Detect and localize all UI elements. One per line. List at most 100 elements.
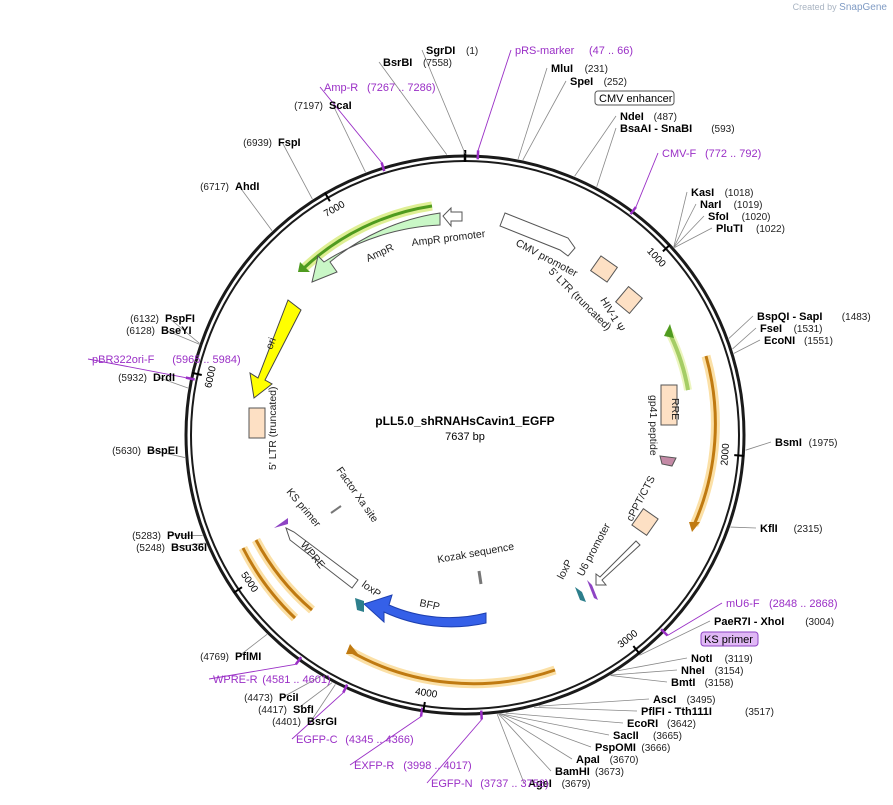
enzyme-name[interactable]: SpeI (570, 76, 593, 88)
enzyme-position: (1483) (842, 312, 871, 323)
enzyme-name[interactable]: PluTI (716, 223, 743, 235)
enzyme-name[interactable]: KflI (760, 523, 778, 535)
enzyme-leader (746, 442, 771, 450)
enzyme-name[interactable]: BsrGI (307, 716, 337, 728)
kozak-mark (479, 571, 481, 584)
primer-range: (772 .. 792) (705, 148, 761, 160)
enzyme-leader (523, 81, 566, 160)
enzyme-name[interactable]: ScaI (329, 100, 352, 112)
enzyme-name[interactable]: BsaAI - SnaBI (620, 123, 692, 135)
enzyme-position: (3666) (641, 743, 670, 754)
enzyme-name[interactable]: BamHI (555, 766, 590, 778)
enzyme-name[interactable]: AscI (653, 694, 676, 706)
enzyme-position: (5283) (132, 531, 161, 542)
enzyme-name[interactable]: EcoRI (627, 718, 658, 730)
tick-label: 2000 (719, 443, 732, 466)
enzyme-position: (6128) (126, 326, 155, 337)
enzyme-position: (1531) (794, 324, 823, 335)
enzyme-position: (593) (711, 124, 734, 135)
snapgene-watermark: Created by SnapGene (793, 2, 887, 13)
primer-name[interactable]: WPRE-R (213, 674, 258, 686)
u6-promoter-arrow (596, 541, 640, 585)
enzyme-name[interactable]: BspQI - SapI (757, 311, 822, 323)
gp41-label: gp41 peptide (647, 395, 659, 456)
enzyme-name[interactable]: FseI (760, 323, 782, 335)
enzyme-position: (252) (604, 77, 627, 88)
primer-name[interactable]: mU6-F (726, 598, 760, 610)
enzyme-name[interactable]: NotI (691, 653, 712, 665)
enzyme-name[interactable]: Bsu36I (171, 542, 207, 554)
primer-range: (7267 .. 7286) (367, 82, 436, 94)
enzyme-leader (497, 714, 524, 783)
ks-primer-label: KS primer (284, 486, 324, 530)
enzyme-name[interactable]: PflMI (235, 651, 261, 663)
enzyme-name[interactable]: AhdI (235, 181, 259, 193)
enzyme-position: (3119) (725, 654, 753, 665)
ampr-label: AmpR (364, 241, 396, 264)
enzyme-position: (1018) (725, 188, 754, 199)
enzyme-name[interactable]: SfoI (708, 211, 729, 223)
enzyme-name[interactable]: PspOMI (595, 742, 636, 754)
enzyme-name[interactable]: BmtI (671, 677, 695, 689)
enzyme-name[interactable]: EcoNI (764, 335, 795, 347)
enzyme-position: (1551) (804, 336, 833, 347)
primer-name[interactable]: pBR322ori-F (92, 354, 155, 366)
enzyme-position: (1022) (756, 224, 785, 235)
enzyme-name[interactable]: BspEI (147, 445, 178, 457)
orange-bar-right-head (689, 522, 700, 532)
loxp-left-label: loxP (359, 579, 383, 601)
enzyme-name[interactable]: MluI (551, 63, 573, 75)
enzyme-name[interactable]: SbfI (293, 704, 314, 716)
enzyme-name[interactable]: SacII (613, 730, 639, 742)
primer-range: (3998 .. 4017) (403, 760, 472, 772)
primer-name[interactable]: EGFP-N (431, 778, 473, 790)
enzyme-position: (3158) (705, 678, 734, 689)
enzyme-name[interactable]: SgrDI (426, 45, 455, 57)
factor-xa-label: Factor Xa site (334, 465, 381, 525)
enzyme-name[interactable]: DrdI (153, 372, 175, 384)
primer-name[interactable]: pRS-marker (515, 45, 575, 57)
enzyme-name[interactable]: NheI (681, 665, 705, 677)
enzyme-name[interactable]: FspI (278, 137, 301, 149)
primer-name[interactable]: EGFP-C (296, 734, 338, 746)
primer-mark (421, 708, 422, 717)
primer-mark (186, 378, 195, 380)
enzyme-name[interactable]: KasI (691, 187, 714, 199)
enzyme-name[interactable]: PciI (279, 692, 299, 704)
enzyme-position: (5932) (118, 373, 147, 384)
enzyme-name[interactable]: BseYI (161, 325, 192, 337)
kozak-label: Kozak sequence (436, 541, 515, 566)
enzyme-name[interactable]: NdeI (620, 111, 644, 123)
bfp-label: BFP (418, 597, 440, 613)
enzyme-name[interactable]: ApaI (576, 754, 600, 766)
map-length: 7637 bp (445, 431, 485, 443)
tick-label: 7000 (322, 199, 347, 220)
ltr5-box (591, 256, 618, 282)
primer-leader (427, 720, 482, 783)
enzyme-leader (611, 670, 677, 675)
enzyme-name[interactable]: NarI (700, 199, 721, 211)
enzyme-leader (734, 340, 760, 353)
enzyme-leader (674, 228, 712, 248)
enzyme-name[interactable]: BsrBI (383, 57, 412, 69)
enzyme-position: (3154) (715, 666, 744, 677)
ampr-promoter-label: AmpR promoter (411, 228, 487, 249)
enzyme-position: (3673) (595, 767, 624, 778)
enzyme-name[interactable]: PaeR7I - XhoI (714, 616, 784, 628)
enzyme-name[interactable]: PspFI (165, 313, 195, 325)
primer-name[interactable]: Amp-R (324, 82, 358, 94)
enzyme-leader (733, 328, 756, 349)
loxp-left-arrow (355, 598, 364, 612)
enzyme-position: (5630) (112, 446, 141, 457)
enzyme-position: (4401) (272, 717, 301, 728)
enzyme-position: (7558) (423, 58, 452, 69)
enzyme-name[interactable]: PflFI - Tth111I (641, 706, 712, 718)
primer-name[interactable]: EXFP-R (354, 760, 394, 772)
primer-name[interactable]: CMV-F (662, 148, 697, 160)
enzyme-name[interactable]: BsmI (775, 437, 802, 449)
ks-primer-box-label: KS primer (704, 634, 753, 646)
enzyme-name[interactable]: PvuII (167, 530, 193, 542)
enzyme-leader (674, 192, 687, 247)
enzyme-position: (3679) (562, 779, 591, 790)
